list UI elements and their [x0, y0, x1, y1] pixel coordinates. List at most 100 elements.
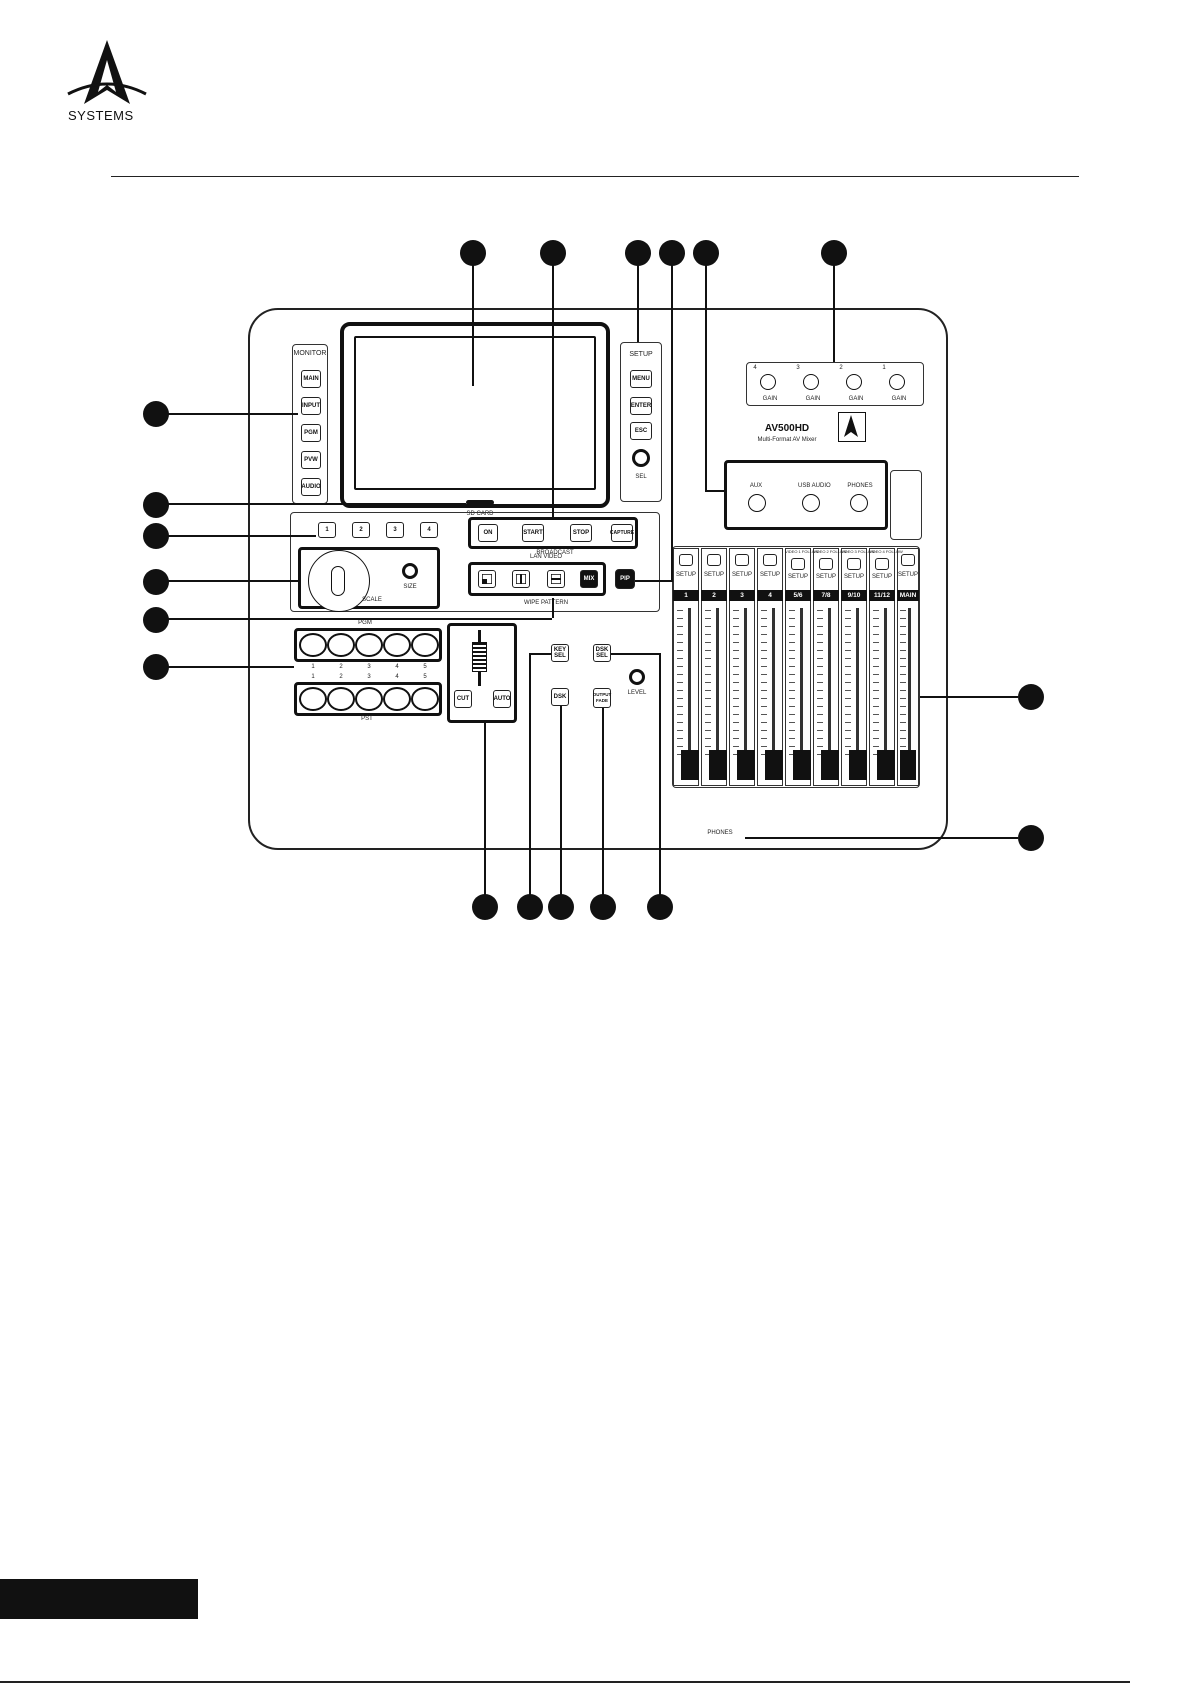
transition-group — [447, 623, 517, 723]
pgm-4-button[interactable] — [383, 633, 411, 657]
fader-track-4 — [772, 608, 775, 768]
channel-label-1: 1 — [673, 590, 699, 601]
setup-ch-9-10-button[interactable] — [847, 558, 861, 570]
pst-bus-group — [294, 682, 442, 716]
fader-main-handle[interactable] — [900, 750, 916, 780]
setup-ch-11-12-button[interactable] — [875, 558, 889, 570]
pst-number-1: 1 — [311, 674, 315, 680]
memory-1-button[interactable]: 1 — [318, 522, 336, 538]
fader-4-handle[interactable] — [765, 750, 783, 780]
monitor-input-button[interactable]: INPUT — [301, 397, 321, 415]
gain-4-knob[interactable] — [760, 374, 776, 390]
channel-strip-9-10 — [841, 548, 867, 786]
setup-menu-button[interactable]: MENU — [630, 370, 652, 388]
fader-9-10-handle[interactable] — [849, 750, 867, 780]
pst-2-button[interactable] — [327, 687, 355, 711]
brand-logo: SYSTEMS — [64, 38, 150, 124]
callout-dsk — [548, 894, 574, 920]
cut-button[interactable]: CUT — [454, 690, 472, 708]
fader-3-handle[interactable] — [737, 750, 755, 780]
pgm-1-button[interactable] — [299, 633, 327, 657]
pgm-3-button[interactable] — [355, 633, 383, 657]
sel-knob[interactable] — [632, 449, 650, 467]
pgm-5-button[interactable] — [411, 633, 439, 657]
pgm-label: PGM — [358, 620, 372, 626]
fader-11-12-handle[interactable] — [877, 750, 895, 780]
broadcast-capture-button[interactable]: CAPTURE — [610, 524, 634, 542]
setup-ch-2-button[interactable] — [707, 554, 721, 566]
callout-pgm-pst — [143, 654, 169, 680]
output-fade-button[interactable]: OUTPUT FADE — [593, 688, 611, 708]
setup-ch-3-button[interactable] — [735, 554, 749, 566]
position-joystick[interactable] — [308, 550, 370, 612]
wipe-mix-button[interactable]: MIX — [580, 570, 598, 588]
pst-number-4: 4 — [395, 674, 399, 680]
monitor-pgm-button[interactable]: PGM — [301, 424, 321, 442]
setup-label-main: SETUP — [897, 572, 918, 578]
memory-2-button[interactable]: 2 — [352, 522, 370, 538]
gain-3-knob[interactable] — [803, 374, 819, 390]
monitor-pvw-button[interactable]: PVW — [301, 451, 321, 469]
size-label: SIZE — [403, 584, 417, 590]
brand-logo-text: SYSTEMS — [68, 108, 134, 123]
channel-label-5-6: 5/6 — [785, 590, 811, 601]
memory-3-button[interactable]: 3 — [386, 522, 404, 538]
aux-knob[interactable] — [748, 494, 766, 512]
setup-label-1: SETUP — [675, 572, 696, 578]
pgm-2-button[interactable] — [327, 633, 355, 657]
level-knob[interactable] — [629, 669, 645, 685]
wipe-horizontal-button[interactable] — [547, 570, 565, 588]
wipe-vertical-button[interactable] — [512, 570, 530, 588]
phones-jack-label: PHONES — [707, 830, 733, 836]
wipe-corner-button[interactable] — [478, 570, 496, 588]
dsk-button[interactable]: DSK — [551, 688, 569, 706]
auto-button[interactable]: AUTO — [493, 690, 511, 708]
pgm-bus-group — [294, 628, 442, 662]
setup-esc-button[interactable]: ESC — [630, 422, 652, 440]
monitor-main-button[interactable]: MAIN — [301, 370, 321, 388]
fader-1-handle[interactable] — [681, 750, 699, 780]
t-bar-handle[interactable] — [472, 642, 487, 672]
setup-ch-main-button[interactable] — [901, 554, 915, 566]
pst-4-button[interactable] — [383, 687, 411, 711]
broadcast-stop-button[interactable]: STOP — [570, 524, 592, 542]
bus-number-2: 2 — [339, 664, 343, 670]
pst-3-button[interactable] — [355, 687, 383, 711]
pst-1-button[interactable] — [299, 687, 327, 711]
broadcast-on-button[interactable]: ON — [478, 524, 498, 542]
fader-2-handle[interactable] — [709, 750, 727, 780]
dsk-sel-button[interactable]: DSK SEL — [593, 644, 611, 662]
a-systems-logo-icon — [67, 40, 147, 104]
pst-5-button[interactable] — [411, 687, 439, 711]
monitor-title: MONITOR — [293, 350, 327, 357]
setup-enter-button[interactable]: ENTER — [630, 397, 652, 415]
key-sel-button[interactable]: KEY SEL — [551, 644, 569, 662]
model-subtitle: Multi-Format AV Mixer — [757, 437, 817, 443]
fader-track-9-10 — [856, 608, 859, 768]
wipe-pattern-group — [468, 562, 606, 596]
fader-scale-3 — [733, 610, 739, 760]
size-knob[interactable] — [402, 563, 418, 579]
page-tab — [0, 1579, 198, 1619]
setup-ch-5-6-button[interactable] — [791, 558, 805, 570]
callout-faders — [1018, 684, 1044, 710]
setup-ch-1-button[interactable] — [679, 554, 693, 566]
monitor-audio-button[interactable]: AUDIO — [301, 478, 321, 496]
pip-button[interactable]: PIP — [615, 569, 635, 589]
fader-5-6-handle[interactable] — [793, 750, 811, 780]
usb-audio-knob[interactable] — [802, 494, 820, 512]
aux-label: AUX — [749, 483, 763, 489]
memory-4-button[interactable]: 4 — [420, 522, 438, 538]
model-name: AV500HD — [764, 423, 810, 434]
setup-ch-7-8-button[interactable] — [819, 558, 833, 570]
broadcast-start-button[interactable]: START — [522, 524, 544, 542]
phones-knob[interactable] — [850, 494, 868, 512]
gain-1-knob[interactable] — [889, 374, 905, 390]
phones-label: PHONES — [847, 483, 873, 489]
footer-rule — [0, 1681, 1130, 1683]
callout-scale — [143, 569, 169, 595]
fader-7-8-handle[interactable] — [821, 750, 839, 780]
channel-label-9-10: 9/10 — [841, 590, 867, 601]
setup-ch-4-button[interactable] — [763, 554, 777, 566]
gain-2-knob[interactable] — [846, 374, 862, 390]
